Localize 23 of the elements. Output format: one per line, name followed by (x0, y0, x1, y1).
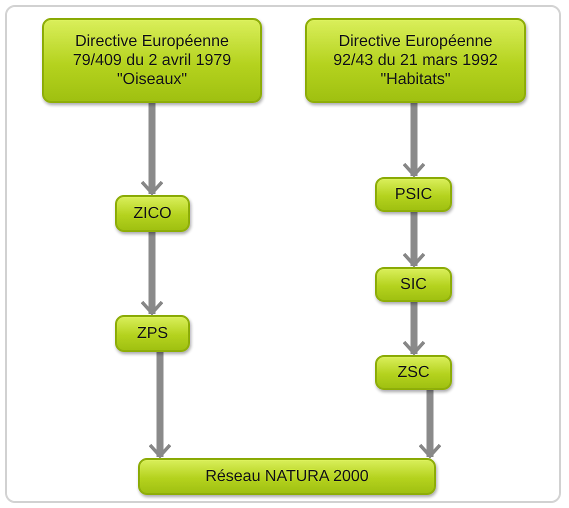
arrow (140, 103, 164, 195)
box-label: Directive Européenne 79/409 du 2 avril 1979 "Oiseaux" (72, 32, 232, 89)
arrow (402, 302, 426, 355)
process-box (115, 195, 190, 232)
box-label: PSIC (394, 185, 432, 204)
process-box (305, 18, 526, 103)
box-label: ZICO (133, 204, 172, 223)
arrow (402, 212, 426, 267)
process-box (138, 458, 436, 495)
process-box (115, 315, 190, 352)
arrow (418, 390, 442, 458)
process-box (375, 355, 452, 390)
arrow (402, 103, 426, 177)
box-label: ZPS (136, 324, 168, 343)
arrow (140, 232, 164, 315)
box-label: Réseau NATURA 2000 (205, 467, 369, 486)
box-label: ZSC (398, 363, 430, 382)
process-box (375, 267, 452, 302)
box-label: Directive Européenne 92/43 du 21 mars 1992 "Habitats" (332, 32, 499, 89)
process-box (375, 177, 452, 212)
process-box (42, 18, 262, 103)
box-label: SIC (400, 275, 427, 294)
arrow (148, 352, 172, 458)
